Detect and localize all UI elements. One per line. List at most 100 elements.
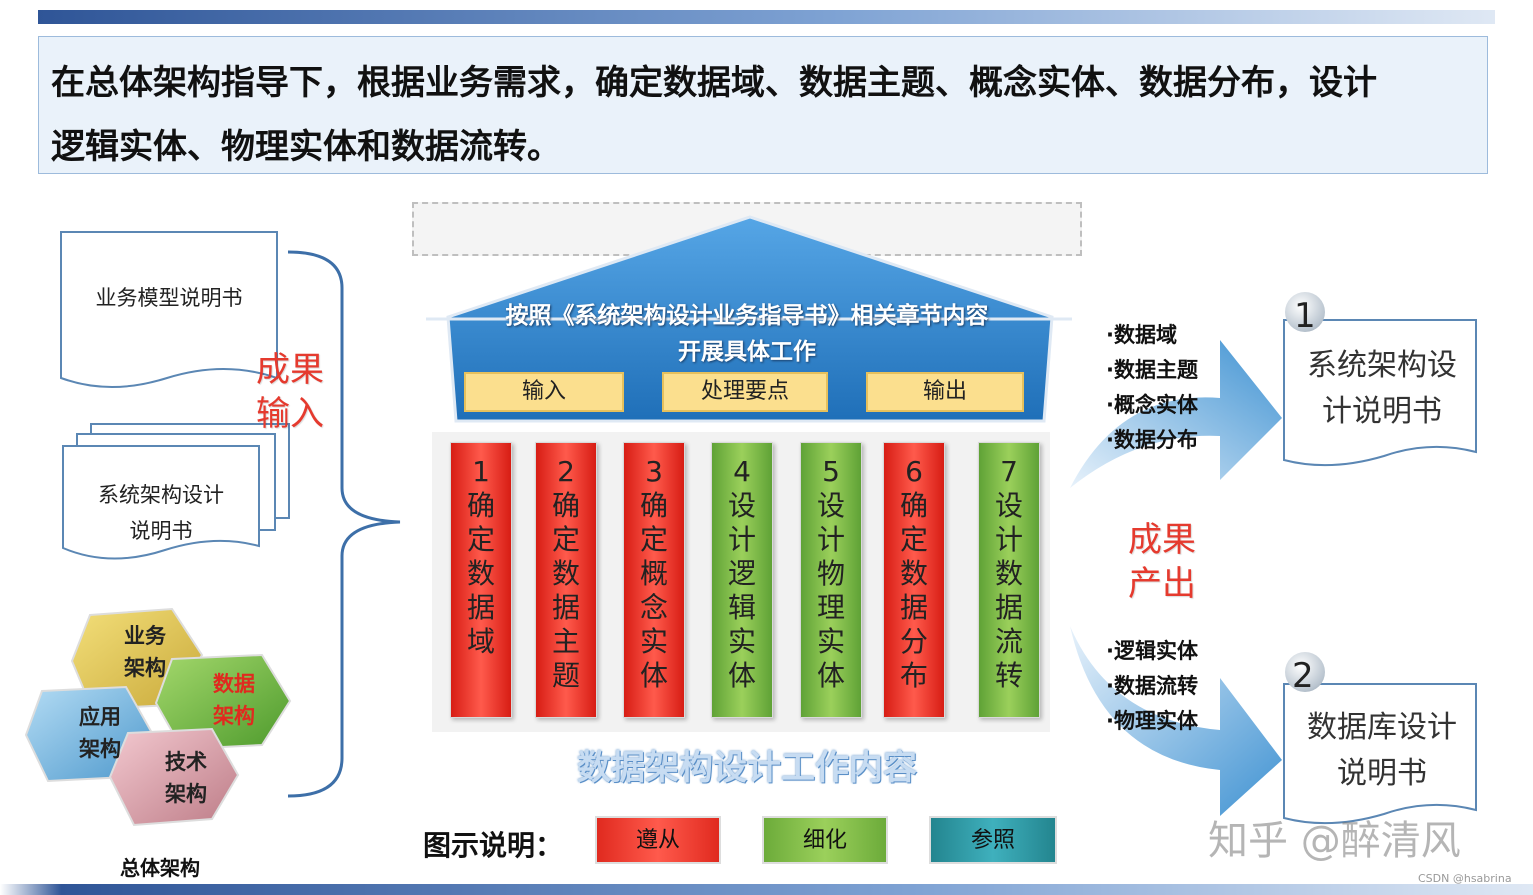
system-arch-doc-label: 系统架构设计 说明书 [63, 477, 259, 549]
output-doc-2-line-1: 数据库设计 [1307, 710, 1457, 745]
pillar-char: 据 [899, 591, 928, 624]
output-doc-1-text: 系统架构设 计说明书 [1284, 343, 1480, 443]
pillar-number: 3 [645, 455, 663, 488]
pillar-char: 体 [639, 659, 668, 692]
tab-input: 输入 [464, 372, 624, 412]
banner-line-2: 逻辑实体、物理实体和数据流转。 [51, 127, 561, 167]
system-arch-doc-line-2: 说明书 [129, 519, 193, 543]
pillar-char: 分 [899, 625, 928, 658]
top-accent-bar [38, 10, 1495, 24]
pillar-char: 念 [639, 591, 668, 624]
pillar-char: 体 [816, 659, 845, 692]
pillar-char: 数 [994, 557, 1023, 590]
pillar-char: 理 [816, 591, 845, 624]
overall-architecture-caption: 总体架构 [120, 856, 200, 880]
pillar-char: 主 [551, 625, 580, 658]
legend-comply: 遵从 [595, 816, 721, 864]
banner-text: 在总体架构指导下，根据业务需求，确定数据域、数据主题、概念实体、数据分布，设计 … [51, 51, 1471, 179]
result-output-line-2: 产出 [1128, 564, 1196, 604]
output-doc-2-number: 2 [1292, 656, 1314, 696]
hex-data-line-2: 架构 [213, 704, 255, 728]
credit-text: CSDN @hsabrina [1418, 872, 1512, 885]
pillar-char: 定 [466, 523, 495, 556]
house-roof [426, 215, 1072, 423]
output-list-lower: ·逻辑实体 ·数据流转 ·物理实体 [1106, 634, 1198, 739]
roof-title: 按照《系统架构设计业务指导书》相关章节内容 开展具体工作 [412, 298, 1082, 370]
hex-business-line-1: 业务 [124, 624, 166, 648]
legend-refine: 细化 [762, 816, 888, 864]
business-model-doc-shape [60, 231, 278, 388]
output-doc-1-badge [1285, 292, 1325, 332]
output-doc-2-line-2: 说明书 [1337, 756, 1427, 791]
system-arch-doc-stack [62, 423, 290, 560]
roof-title-line-1: 按照《系统架构设计业务指导书》相关章节内容 [505, 303, 989, 329]
tab-processing-points: 处理要点 [662, 372, 828, 412]
watermark: 知乎 @醉清风 [1208, 818, 1461, 864]
pillar-char: 定 [639, 523, 668, 556]
pillar-number: 2 [557, 455, 575, 488]
bottom-accent-bar [0, 884, 1533, 895]
output-item-logical-entity: ·逻辑实体 [1106, 639, 1198, 663]
pillar-number: 1 [472, 455, 490, 488]
output-arrow-upper [1070, 340, 1282, 488]
pillar-char: 实 [816, 625, 845, 658]
output-doc-1-shape [1283, 319, 1477, 467]
house-base-label: 数据架构设计工作内容 [577, 748, 917, 788]
output-item-data-subject: ·数据主题 [1106, 358, 1198, 382]
pillar-char: 定 [551, 523, 580, 556]
pillar-char: 辑 [727, 591, 756, 624]
hex-business-label: 业务 架构 [124, 620, 166, 684]
pillar-char: 确 [899, 489, 928, 522]
pillar-number: 7 [1000, 455, 1018, 488]
output-item-data-distribution: ·数据分布 [1106, 428, 1198, 452]
pillar-char: 物 [816, 557, 845, 590]
pillar-char: 计 [994, 523, 1023, 556]
hex-technology-line-1: 技术 [165, 750, 207, 774]
roof-title-line-2: 开展具体工作 [678, 339, 816, 365]
input-brace [287, 250, 401, 798]
output-doc-1-line-2: 计说明书 [1322, 394, 1442, 429]
result-input-line-1: 成果 [256, 350, 324, 390]
pillar-number: 6 [905, 455, 923, 488]
pillar-char: 逻 [727, 557, 756, 590]
pillar-char: 转 [994, 659, 1023, 692]
hex-data-label: 数据 架构 [213, 668, 255, 732]
output-list-upper: ·数据域 ·数据主题 ·概念实体 ·数据分布 [1106, 318, 1198, 458]
result-output-label: 成果 产出 [1128, 518, 1196, 606]
pillar-char: 概 [639, 557, 668, 590]
pillar-char: 体 [727, 659, 756, 692]
technology-hex [108, 727, 240, 827]
output-doc-2-shape [1283, 683, 1477, 825]
pillar-char: 确 [639, 489, 668, 522]
pillar-char: 题 [551, 659, 580, 692]
pillar-char: 实 [639, 625, 668, 658]
legend-title: 图示说明： [423, 829, 564, 862]
output-arrow-lower [1070, 626, 1282, 816]
output-item-concept-entity: ·概念实体 [1106, 393, 1198, 417]
pillar-char: 确 [466, 489, 495, 522]
pillar-char: 设 [727, 489, 756, 522]
pillar-char: 数 [466, 557, 495, 590]
banner-line-1: 在总体架构指导下，根据业务需求，确定数据域、数据主题、概念实体、数据分布，设计 [51, 63, 1377, 103]
summary-banner: 在总体架构指导下，根据业务需求，确定数据域、数据主题、概念实体、数据分布，设计 … [38, 36, 1488, 174]
pillar-char: 数 [899, 557, 928, 590]
hex-technology-line-2: 架构 [165, 782, 207, 806]
hex-application-label: 应用 架构 [79, 701, 121, 765]
hex-business-line-2: 架构 [124, 656, 166, 680]
pillar-char: 计 [727, 523, 756, 556]
tab-output: 输出 [866, 372, 1024, 412]
legend-reference: 参照 [929, 816, 1057, 864]
pillar-char: 域 [466, 625, 495, 658]
pillar-char: 定 [899, 523, 928, 556]
pillar-char: 设 [994, 489, 1023, 522]
system-arch-doc-line-1: 系统架构设计 [98, 483, 224, 507]
hex-data-line-1: 数据 [213, 672, 255, 696]
output-doc-2-badge [1285, 652, 1325, 692]
business-model-doc-label: 业务模型说明书 [95, 286, 243, 310]
